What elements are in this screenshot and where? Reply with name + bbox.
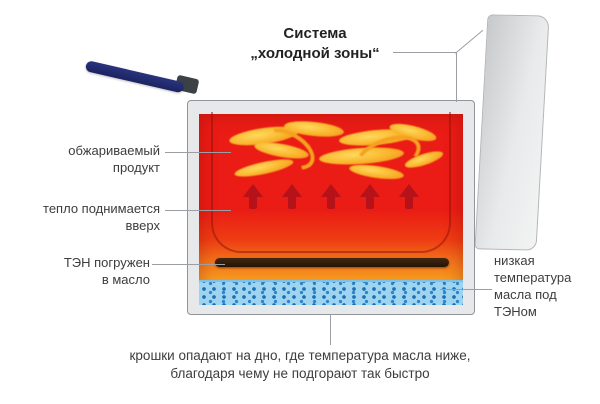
callout-heater-line	[152, 264, 225, 265]
cold-zone-layer	[199, 280, 463, 305]
up-arrow-icon	[399, 184, 419, 211]
fryer-tank	[187, 100, 475, 315]
callout-cold-oil: низкая температура масла под ТЭНом	[494, 253, 572, 319]
up-arrow-icon	[360, 184, 380, 211]
callout-product-line	[165, 152, 231, 153]
callout-heater: ТЭН погружен в масло	[63, 255, 150, 287]
callout-heat-rises-line	[165, 210, 231, 211]
up-arrow-icon	[243, 184, 263, 211]
heating-element	[215, 258, 449, 267]
basket-outline	[211, 112, 451, 253]
diagram-title: Система „холодной зоны“	[250, 25, 380, 62]
up-arrow-icon	[321, 184, 341, 211]
callout-cold-oil-line	[440, 289, 492, 290]
title-connector-line	[456, 52, 457, 102]
callout-heat-rises: тепло поднимается вверх	[43, 201, 160, 233]
basket-handle	[84, 60, 185, 94]
caption-crumbs: крошки опадают на дно, где температура м…	[129, 348, 471, 382]
title-connector-line	[393, 52, 456, 53]
up-arrow-icon	[282, 184, 302, 211]
caption-line	[330, 314, 331, 345]
fryer-back-panel	[474, 14, 550, 251]
title-connector-line	[455, 29, 484, 54]
callout-product: обжариваемый продукт	[68, 143, 160, 175]
hot-oil	[199, 112, 463, 305]
